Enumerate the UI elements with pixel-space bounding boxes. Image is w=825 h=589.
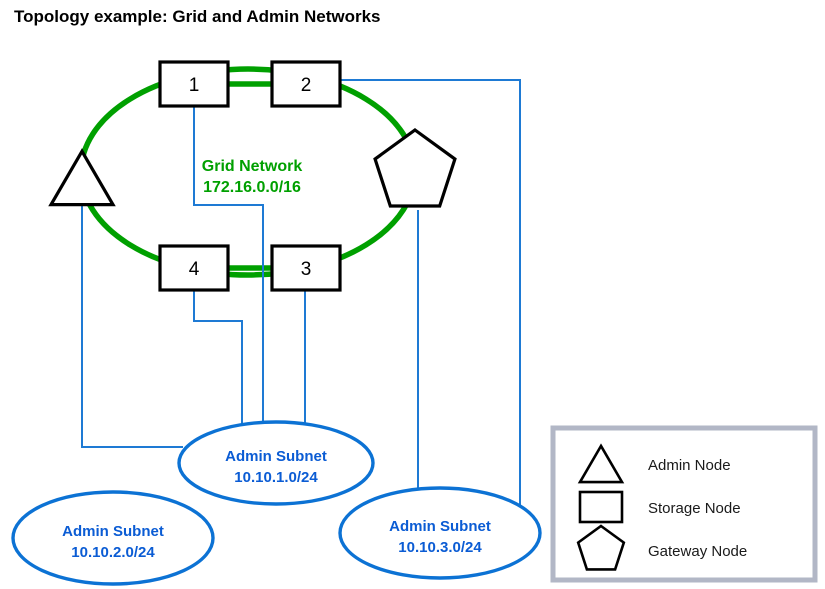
legend-label-gateway-node: Gateway Node — [648, 543, 747, 560]
storage-node-4-label: 4 — [189, 259, 200, 280]
storage-node-1-shape — [158, 60, 230, 108]
pentagon-icon — [576, 524, 626, 571]
admin-subnet-2[interactable]: Admin Subnet 10.10.2.0/24 — [11, 490, 215, 586]
storage-node-3[interactable]: 3 — [270, 244, 342, 292]
admin-subnet-1-ellipse — [177, 420, 375, 506]
link-admin-to-subnet1 — [81, 204, 183, 448]
storage-node-2-shape — [270, 60, 342, 108]
admin-network-links — [81, 79, 521, 520]
legend-item-admin-node: Admin Node — [577, 443, 731, 484]
admin-subnet-3-name: Admin Subnet — [389, 518, 491, 535]
square-icon — [578, 490, 624, 524]
storage-node-3-label: 3 — [301, 259, 312, 280]
link-node2-to-subnet3 — [340, 79, 521, 520]
gateway-node-shape — [373, 128, 457, 208]
storage-node-1-label: 1 — [189, 75, 200, 96]
storage-node-4[interactable]: 4 — [158, 244, 230, 292]
legend-label-admin-node: Admin Node — [648, 457, 731, 474]
admin-subnet-1-name: Admin Subnet — [225, 448, 327, 465]
grid-network-cidr: 172.16.0.0/16 — [203, 179, 301, 196]
storage-node-4-shape — [158, 244, 230, 292]
storage-node-3-shape — [270, 244, 342, 292]
gateway-node[interactable] — [373, 128, 457, 208]
page-title: Topology example: Grid and Admin Network… — [14, 7, 381, 26]
admin-subnet-2-name: Admin Subnet — [62, 523, 164, 540]
admin-subnet-3-cidr: 10.10.3.0/24 — [398, 539, 482, 556]
storage-node-1[interactable]: 1 — [158, 60, 230, 108]
link-node4-to-subnet1 — [193, 290, 243, 432]
admin-subnet-3-ellipse — [338, 486, 542, 580]
grid-network-name: Grid Network — [202, 158, 303, 175]
grid-network-links — [228, 81, 272, 271]
network-nodes: 1 2 3 4 — [48, 60, 457, 292]
admin-subnet-2-ellipse — [11, 490, 215, 586]
link-node1-to-subnet1 — [193, 106, 264, 424]
triangle-icon — [577, 443, 625, 484]
admin-subnet-1-cidr: 10.10.1.0/24 — [234, 469, 318, 486]
legend-item-storage-node: Storage Node — [578, 490, 741, 524]
storage-node-2-label: 2 — [301, 75, 312, 96]
admin-subnet-3[interactable]: Admin Subnet 10.10.3.0/24 — [338, 486, 542, 580]
legend-label-storage-node: Storage Node — [648, 500, 741, 517]
storage-node-2[interactable]: 2 — [270, 60, 342, 108]
legend-item-gateway-node: Gateway Node — [576, 524, 747, 571]
admin-node-shape — [48, 148, 116, 207]
admin-node[interactable] — [48, 148, 116, 207]
grid-network-label: Grid Network 172.16.0.0/16 — [202, 158, 303, 196]
admin-subnet-1[interactable]: Admin Subnet 10.10.1.0/24 — [177, 420, 375, 506]
admin-subnet-2-cidr: 10.10.2.0/24 — [71, 544, 155, 561]
